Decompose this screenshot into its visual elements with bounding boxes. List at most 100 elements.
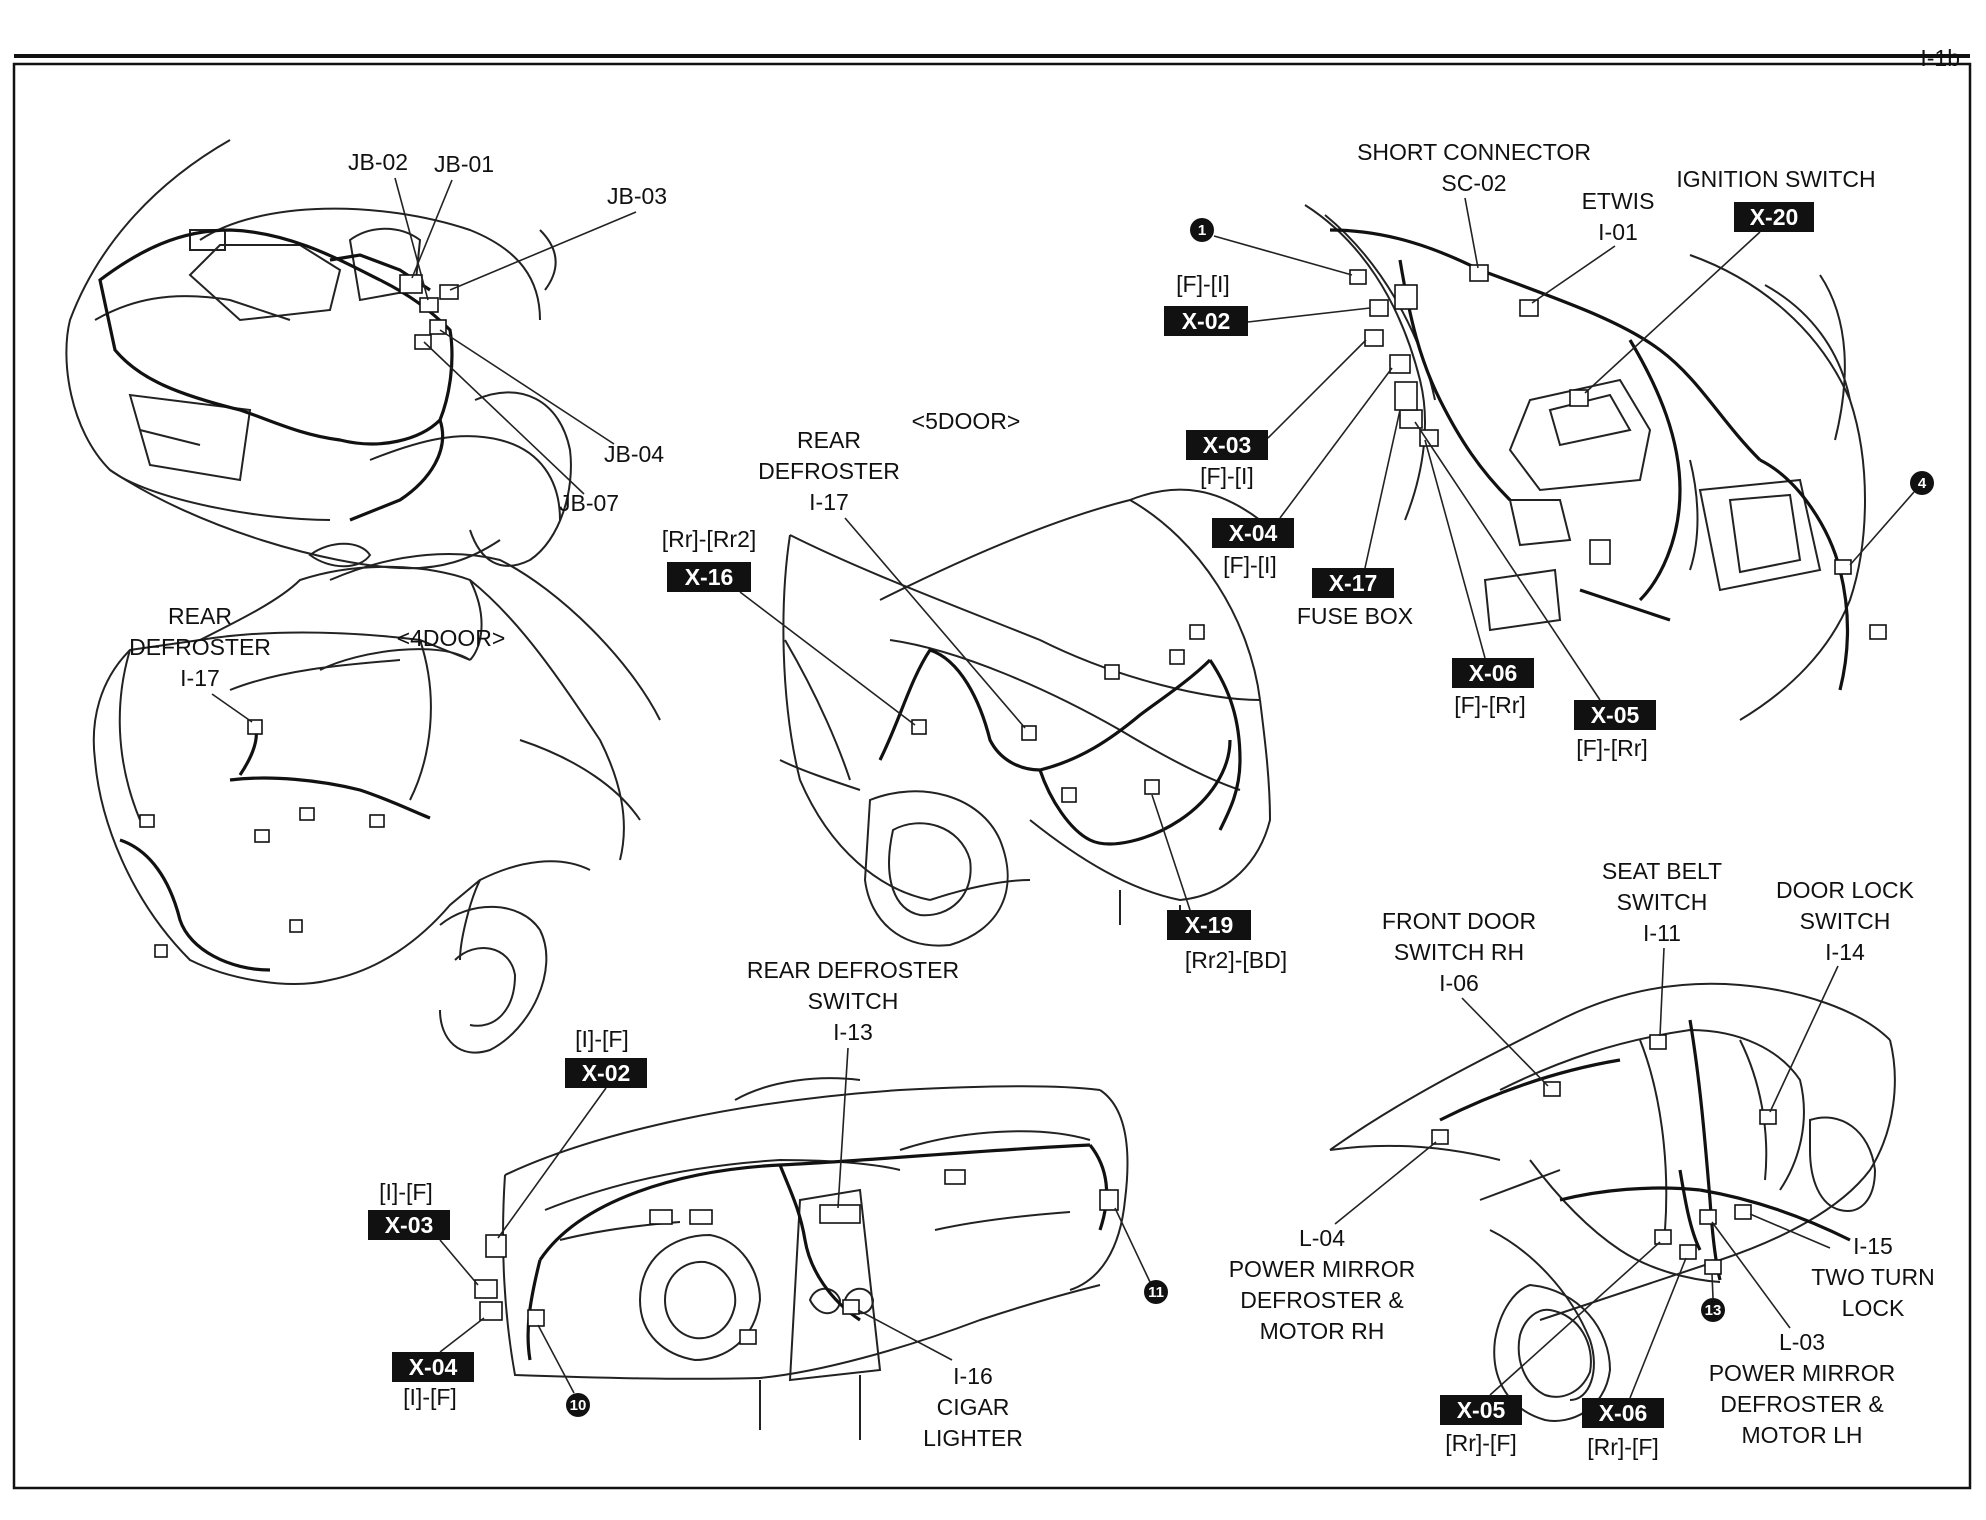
svg-text:X-03: X-03 bbox=[1203, 432, 1252, 458]
ignition-switch-connector bbox=[1569, 389, 1589, 407]
dashboard-x03-leader bbox=[439, 1239, 479, 1286]
two-turn-lock-label-2: TWO TURN bbox=[1811, 1264, 1935, 1290]
five-door-harness-inner bbox=[1038, 739, 1232, 846]
rear-defroster-switch-label-2: SWITCH bbox=[808, 988, 899, 1014]
four-door-rear-label: REAR bbox=[168, 603, 232, 629]
four-door-view: REAR DEFROSTER I-17 <4DOOR> bbox=[92, 553, 661, 1054]
four-door-connector-b bbox=[299, 807, 315, 821]
ignition-switch-label: IGNITION SWITCH bbox=[1676, 166, 1875, 192]
svg-text:11: 11 bbox=[1148, 1284, 1164, 1301]
front-door-switch-leader bbox=[1461, 997, 1549, 1087]
svg-text:X-04: X-04 bbox=[1229, 520, 1278, 546]
dashboard-x03-connector bbox=[474, 1279, 498, 1299]
interior-x03-pin-label: [F]-[I] bbox=[1200, 463, 1254, 489]
mirror-rh-label-1: L-04 bbox=[1299, 1225, 1345, 1251]
side-harness-roof bbox=[1439, 1058, 1621, 1122]
interior-marker-4: 4 bbox=[1910, 471, 1934, 495]
marker-1-connector bbox=[1349, 269, 1367, 285]
mirror-lh-connector bbox=[1699, 1209, 1717, 1225]
svg-text:X-04: X-04 bbox=[409, 1354, 458, 1380]
x16-leader bbox=[739, 591, 916, 726]
seat-belt-label-2: SWITCH bbox=[1617, 889, 1708, 915]
interior-x03-connector bbox=[1364, 329, 1384, 347]
dashboard-x02-tag: X-02 bbox=[565, 1058, 647, 1088]
four-door-defroster-label: DEFROSTER bbox=[129, 634, 271, 660]
dashboard-x04-tag: X-04 bbox=[392, 1352, 474, 1382]
engine-view: JB-02 JB-01 JB-03 JB-04 JB-07 bbox=[65, 139, 667, 570]
dashboard-harness-right bbox=[1088, 1144, 1109, 1231]
dashboard-x04-pin-label: [I]-[F] bbox=[403, 1384, 457, 1410]
svg-text:10: 10 bbox=[570, 1397, 587, 1414]
dashboard-marker-11: 11 bbox=[1144, 1280, 1168, 1304]
interior-x02-leader bbox=[1247, 307, 1371, 323]
side-harness-sill bbox=[1699, 1188, 1851, 1242]
four-door-connector-c bbox=[369, 814, 385, 828]
side-x06-connector bbox=[1679, 1244, 1697, 1260]
mirror-rh-connector bbox=[1431, 1129, 1449, 1145]
side-x05-tag: X-05 bbox=[1440, 1395, 1522, 1425]
x19-connector bbox=[1144, 779, 1160, 795]
junction-block-jb02 bbox=[419, 297, 439, 313]
side-marker-13-leader bbox=[1711, 1273, 1714, 1299]
sc02-label: SC-02 bbox=[1441, 170, 1506, 196]
door-lock-switch-connector bbox=[1759, 1109, 1777, 1125]
interior-x04-tag: X-04 bbox=[1212, 518, 1294, 548]
side-x05-pin-label: [Rr]-[F] bbox=[1445, 1430, 1517, 1456]
five-door-connector-d bbox=[1169, 649, 1185, 665]
interior-x06-pin-label: [F]-[Rr] bbox=[1454, 692, 1526, 718]
mirror-lh-label-1: L-03 bbox=[1779, 1329, 1825, 1355]
four-door-connector-f bbox=[289, 919, 303, 933]
svg-text:X-02: X-02 bbox=[1182, 308, 1231, 334]
interior-marker-1: 1 bbox=[1190, 218, 1214, 242]
svg-text:X-05: X-05 bbox=[1457, 1397, 1506, 1423]
two-turn-lock-connector bbox=[1734, 1204, 1752, 1220]
interior-x04-connector bbox=[1389, 354, 1411, 374]
front-door-switch-label-3: I-06 bbox=[1439, 970, 1479, 996]
interior-x17-connector bbox=[1394, 381, 1418, 411]
diagram-frame bbox=[12, 62, 1972, 1490]
interior-x02-tag: X-02 bbox=[1164, 306, 1248, 336]
side-harness-center bbox=[1678, 1169, 1702, 1251]
svg-text:X-06: X-06 bbox=[1599, 1400, 1648, 1426]
five-door-harness-top bbox=[1039, 658, 1212, 772]
interior-x06-leader bbox=[1424, 439, 1486, 659]
interior-x05-tag: X-05 bbox=[1574, 700, 1656, 730]
rear-defroster-switch-label-3: I-13 bbox=[833, 1019, 873, 1045]
etwis-leader bbox=[1531, 245, 1616, 304]
mirror-lh-label-4: MOTOR LH bbox=[1742, 1422, 1863, 1448]
four-door-title: <4DOOR> bbox=[397, 625, 506, 651]
jb04-leader bbox=[439, 329, 615, 445]
svg-text:X-19: X-19 bbox=[1185, 912, 1234, 938]
four-door-connector-d bbox=[139, 814, 155, 828]
door-lock-label-3: I-14 bbox=[1825, 939, 1865, 965]
interior-connector-relay bbox=[1589, 539, 1611, 565]
interior-x03-leader bbox=[1267, 339, 1367, 439]
two-turn-lock-label-3: LOCK bbox=[1842, 1295, 1905, 1321]
five-door-rear-defroster-leader bbox=[844, 517, 1026, 729]
rear-defroster-switch-label-1: REAR DEFROSTER bbox=[747, 957, 959, 983]
jb03-leader bbox=[449, 211, 637, 291]
side-view: SEAT BELT SWITCH I-11 DOOR LOCK SWITCH I… bbox=[1229, 858, 1935, 1460]
interior-x17-leader bbox=[1364, 409, 1401, 569]
interior-harness-bottom bbox=[1579, 588, 1671, 622]
svg-text:X-17: X-17 bbox=[1329, 570, 1378, 596]
interior-x06-connector bbox=[1419, 429, 1439, 447]
cigar-lighter-label-1: I-16 bbox=[953, 1363, 993, 1389]
mirror-rh-leader bbox=[1334, 1141, 1437, 1225]
i01-label: I-01 bbox=[1598, 219, 1638, 245]
short-connector-leader bbox=[1464, 197, 1479, 269]
dashboard-x02-pin-label: [I]-[F] bbox=[575, 1026, 629, 1052]
cigar-lighter-leader bbox=[857, 1309, 953, 1361]
door-lock-label-1: DOOR LOCK bbox=[1776, 877, 1915, 903]
interior-marker-1-leader bbox=[1213, 235, 1353, 276]
front-door-switch-label-1: FRONT DOOR bbox=[1382, 908, 1536, 934]
interior-view: SHORT CONNECTOR SC-02 ETWIS I-01 IGNITIO… bbox=[1164, 139, 1934, 761]
svg-text:X-03: X-03 bbox=[385, 1212, 434, 1238]
svg-text:13: 13 bbox=[1705, 1302, 1722, 1319]
dashboard-connector-d bbox=[739, 1329, 757, 1345]
x19-pin-label: [Rr2]-[BD] bbox=[1185, 947, 1287, 973]
interior-x04-leader bbox=[1279, 367, 1393, 519]
mirror-rh-label-2: POWER MIRROR bbox=[1229, 1256, 1416, 1282]
seat-belt-leader bbox=[1659, 947, 1665, 1037]
short-connector-sc02 bbox=[1469, 264, 1489, 282]
